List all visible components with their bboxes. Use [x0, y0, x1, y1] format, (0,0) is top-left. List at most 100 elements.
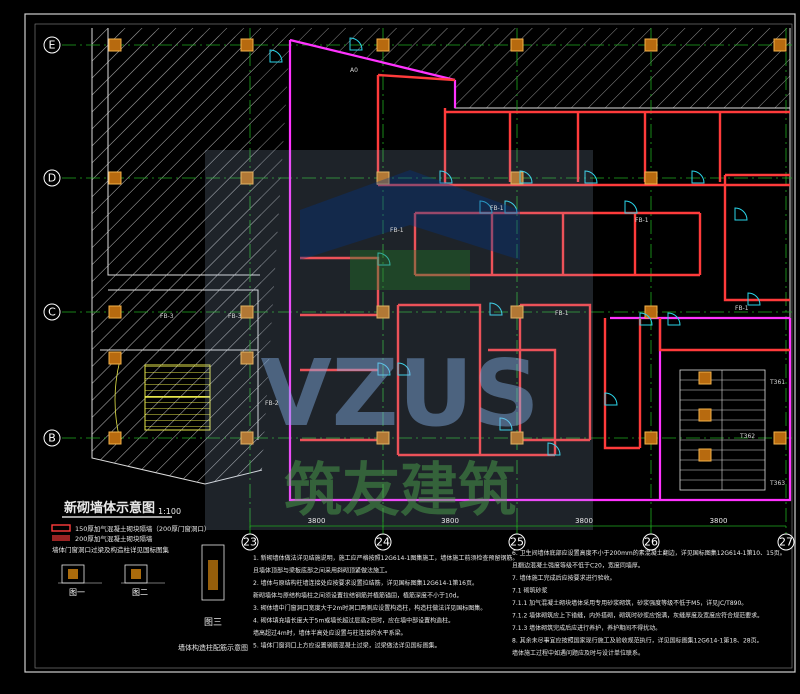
door-swing [624, 200, 638, 214]
column-marker [510, 38, 524, 52]
column-marker [240, 431, 254, 445]
watermark-text: VZUS [261, 340, 540, 447]
room-tag: FB-1 [555, 310, 569, 317]
door-swing [604, 392, 618, 406]
axis-label: D [48, 172, 56, 185]
column-marker [376, 305, 390, 319]
room-tag: FB-1 [490, 205, 504, 212]
door-swing [667, 312, 681, 326]
column-marker [108, 305, 122, 319]
room-tag: FB-3 [160, 313, 174, 320]
column-marker [108, 431, 122, 445]
room-tag: T362 [739, 433, 755, 440]
note-line: 1. 新砌墙体做法详见结施说明，施工应严格按照12G614-1图集施工，墙体施工… [253, 554, 518, 562]
column-marker [644, 171, 658, 185]
note-line: 3. 砌体墙中门窗洞口宽度大于2m时洞口两侧应设置构造柱，构造柱做法详见国标图集… [253, 604, 486, 612]
axis-bubble-col-26: 26 [642, 533, 660, 551]
door-swing [269, 49, 283, 63]
door-swing [499, 417, 513, 431]
door-swing [479, 200, 493, 214]
note-line: 墙体施工过程中如遇问题应及时与设计单位联系。 [512, 649, 644, 657]
dimension-label: 3800 [441, 517, 459, 525]
note-line: 7.1.3 墙体砌筑完成后应进行养护，养护期间不得扰动。 [512, 624, 661, 632]
room-tag: T363 [769, 480, 785, 487]
axis-bubble-col-25: 25 [508, 533, 526, 551]
dimension-label: 3800 [308, 517, 326, 525]
door-swing [377, 252, 391, 266]
room-tag: FB-1 [635, 217, 649, 224]
detail-label-3: 图三 [204, 617, 222, 628]
axis-label: E [49, 39, 56, 52]
column-marker [644, 305, 658, 319]
note-line: 墙高超过4m时，墙体半高处应设置与柱连接的水平系梁。 [253, 629, 407, 637]
note-line: 8. 其余未尽事宜应按照国家现行施工及验收规范执行，详见国标图集12G614-1… [512, 637, 763, 645]
axis-bubble-row-B: B [43, 429, 61, 447]
axis-label: 27 [779, 536, 793, 549]
column-marker [240, 305, 254, 319]
column-marker [376, 171, 390, 185]
note-line: 4. 砌体填充墙长度大于5m或墙长超过层高2倍时，应在墙中部设置构造柱。 [253, 617, 454, 625]
detail-label: 图一 [69, 588, 85, 597]
column-marker [240, 171, 254, 185]
note-line: 且翻边混凝土强度等级不低于C20，宽度同墙厚。 [512, 562, 644, 570]
axis-bubble-col-24: 24 [374, 533, 392, 551]
door-swing [639, 312, 653, 326]
column-marker [510, 305, 524, 319]
room-tag: FB-3 [228, 313, 242, 320]
door-swing [519, 170, 533, 184]
structural-columns [108, 38, 787, 462]
plan-scale: 1:100 [158, 507, 181, 516]
axis-label: C [48, 306, 56, 319]
notes-left: 1. 新砌墙体做法详见结施说明，施工应严格按照12G614-1图集施工，墙体施工… [253, 554, 518, 650]
note-line: 新砌墙体与原结构墙柱之间须设置拉结钢筋并植筋锚固，植筋深度不小于10d。 [253, 592, 462, 600]
dimension-label: 3800 [710, 517, 728, 525]
room-tag: FB-1 [390, 227, 404, 234]
axis-label: 25 [510, 536, 524, 549]
detail-caption: 墙体构造柱配筋示意图 [178, 643, 248, 652]
legend-line-3: 墙体门窗洞口过梁及构造柱详见国标图集 [52, 545, 170, 554]
axis-label: 26 [644, 536, 658, 549]
axis-bubble-col-27: 27 [777, 533, 795, 551]
axis-bubbles: E D C B 23 24 25 26 27 [43, 36, 795, 551]
column-marker [698, 448, 712, 462]
door-swings [269, 37, 761, 456]
room-tag: A0 [350, 67, 358, 74]
column-marker [644, 38, 658, 52]
note-line: 6. 卫生间墙体底部应设置高度不小于200mm的素混凝土翻边，详见国标图集12G… [512, 549, 786, 557]
note-line: 且墙体顶部与梁板底部之间采用斜砌顶紧做法施工。 [253, 567, 391, 575]
column-marker [510, 431, 524, 445]
door-swing [489, 302, 503, 316]
room-tag: FB-2 [265, 400, 279, 407]
door-swing [547, 442, 561, 456]
door-swing [691, 170, 705, 184]
column-marker [698, 408, 712, 422]
note-line: 7.1 砌筑砂浆 [512, 587, 547, 595]
column-marker [773, 38, 787, 52]
door-swing [747, 292, 761, 306]
column-marker [376, 38, 390, 52]
hatch-west-zone [92, 28, 290, 484]
plan-title: 新砌墙体示意图 [64, 500, 155, 516]
dimension-strip: 3800 3800 3800 3800 [249, 517, 786, 532]
legend-line-1: 150厚加气混凝土砌块隔墙（200厚门窗洞口） [75, 524, 210, 533]
drawing-frame [24, 13, 796, 673]
column-marker [108, 38, 122, 52]
dimension-label: 3800 [575, 517, 593, 525]
column-marker [644, 431, 658, 445]
axis-label: 24 [376, 536, 390, 549]
column-marker [108, 351, 122, 365]
axis-label: B [48, 432, 56, 445]
door-swing [734, 207, 748, 221]
room-tag: T361 [769, 379, 785, 386]
door-swing [584, 170, 598, 184]
axis-bubble-row-C: C [43, 303, 61, 321]
column-marker [698, 371, 712, 385]
column-marker [376, 431, 390, 445]
axis-bubble-col-23: 23 [241, 533, 259, 551]
door-swing [397, 362, 411, 376]
room-tag: FB-1 [735, 305, 749, 312]
watermark: VZUS 筑友建筑 [205, 150, 593, 530]
column-marker [240, 38, 254, 52]
column-marker [773, 431, 787, 445]
